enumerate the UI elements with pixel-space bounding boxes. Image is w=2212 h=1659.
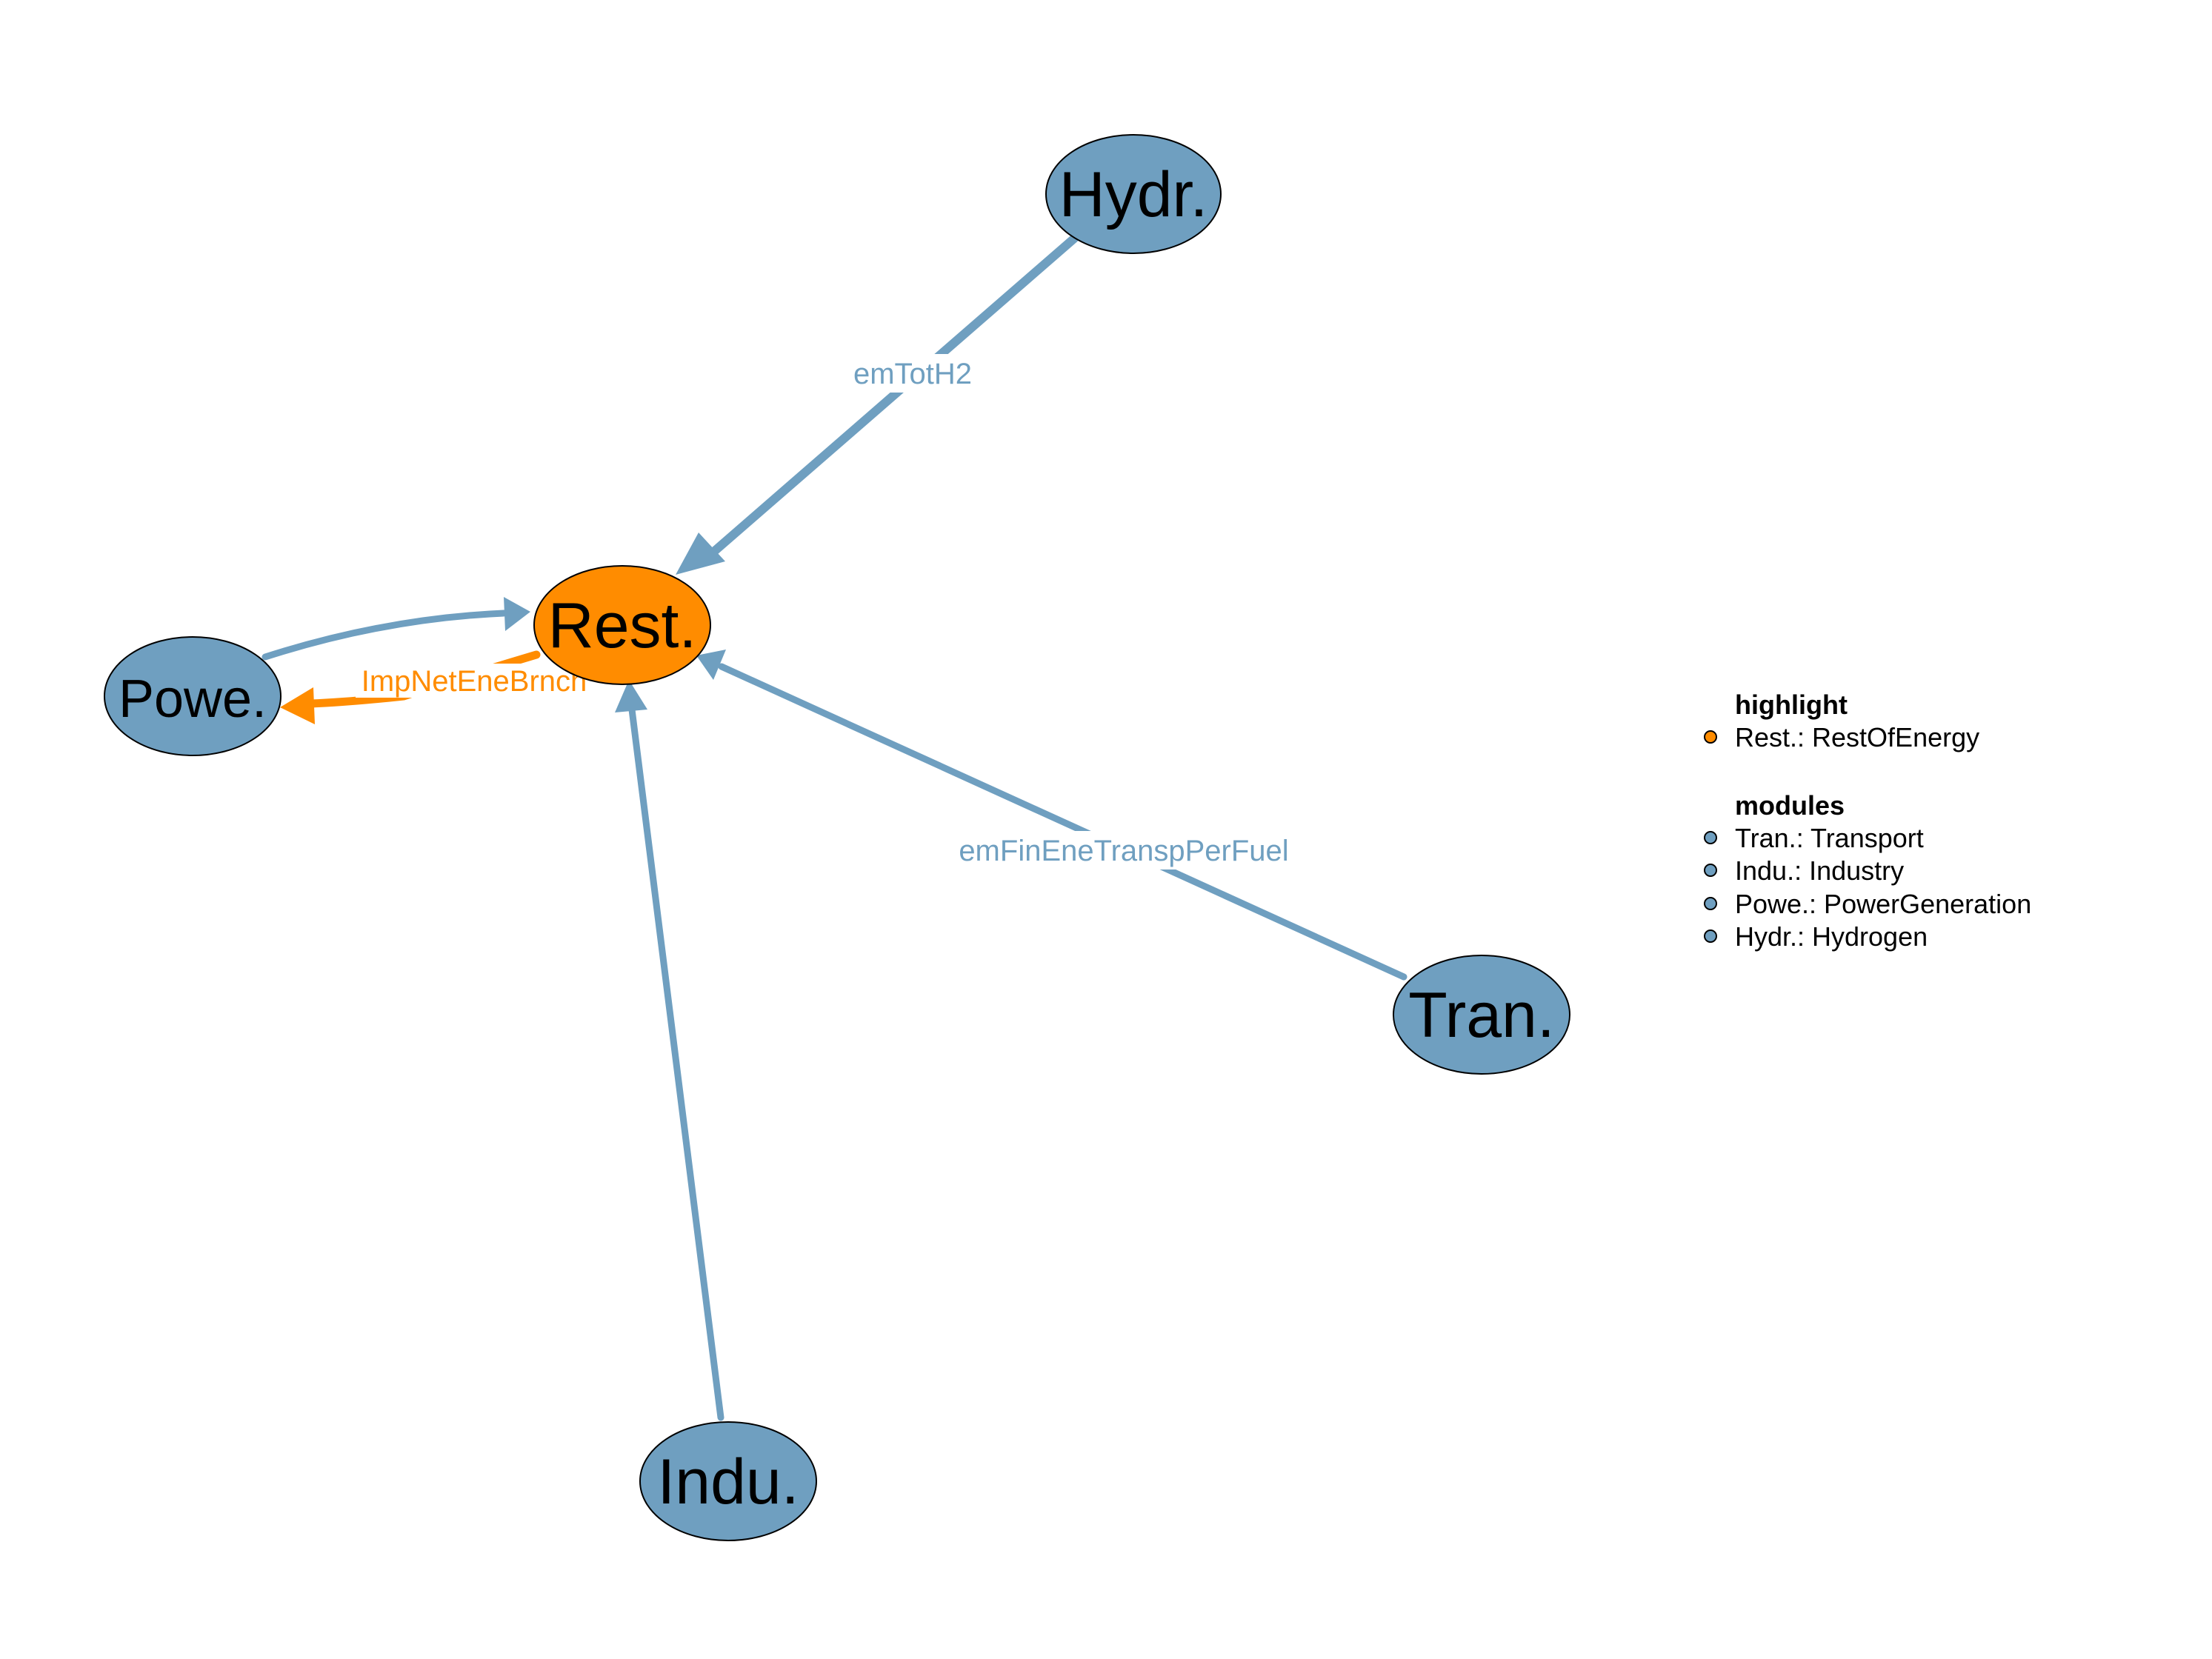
legend-modules-item-tran: Tran.: Transport [1704, 823, 1924, 853]
edge-label-bg-emfinenetransp [947, 831, 1301, 869]
legend: highlight Rest.: RestOfEnergy modules Tr… [1704, 690, 2031, 952]
legend-highlight-item-label: Rest.: RestOfEnergy [1735, 722, 1979, 752]
edge-tran-rest-arrowhead [696, 650, 726, 680]
edge-indu-rest-arrowhead [615, 680, 647, 712]
node-powe-label: Powe. [119, 670, 267, 729]
edge-powe-rest-line [261, 610, 507, 661]
edge-labels: emTotH2 emFinEneTranspPerFuel ImpNetEneB… [356, 354, 1301, 869]
legend-modules-item-powe: Powe.: PowerGeneration [1704, 889, 2031, 919]
node-tran[interactable]: Tran. [1393, 955, 1570, 1075]
edge-label-bg-emtoth2 [845, 354, 982, 393]
edge-indu-rest-line [628, 706, 724, 1421]
node-hydr-shape[interactable] [1045, 134, 1222, 254]
node-rest[interactable]: Rest. [533, 565, 711, 685]
edge-powe-to-rest [261, 597, 530, 661]
edge-rest-powe-arrowhead [280, 687, 315, 724]
node-hydr-label: Hydr. [1059, 159, 1208, 230]
node-powe-shape[interactable] [104, 636, 282, 756]
legend-modules-item-label: Hydr.: Hydrogen [1735, 921, 1928, 952]
node-indu-shape[interactable] [639, 1421, 817, 1541]
edge-powe-rest-arrowhead [504, 597, 530, 631]
legend-modules-item-label: Indu.: Industry [1735, 855, 1904, 886]
node-tran-label: Tran. [1408, 980, 1555, 1051]
edge-label-impnetenebrnch: ImpNetEneBrnch [362, 665, 587, 698]
edge-hydr-rest-arrowhead [676, 533, 725, 575]
legend-modules-swatch [1704, 831, 1717, 844]
node-indu[interactable]: Indu. [639, 1421, 817, 1541]
node-tran-shape[interactable] [1393, 955, 1570, 1075]
edge-tran-to-rest [696, 650, 1408, 981]
legend-modules-swatch [1704, 897, 1717, 910]
node-rest-label: Rest. [548, 590, 697, 661]
legend-modules-swatch [1704, 929, 1717, 943]
legend-modules-item-label: Tran.: Transport [1735, 823, 1924, 853]
edge-indu-to-rest [615, 680, 724, 1421]
legend-modules-item-hydr: Hydr.: Hydrogen [1704, 921, 1928, 952]
node-powe[interactable]: Powe. [104, 636, 282, 756]
edge-label-emfinenetranspperfuel: emFinEneTranspPerFuel [959, 835, 1288, 867]
legend-highlight-swatch [1704, 730, 1717, 744]
legend-modules-item-label: Powe.: PowerGeneration [1735, 889, 2031, 919]
legend-modules-swatch [1704, 864, 1717, 877]
node-hydr[interactable]: Hydr. [1045, 134, 1222, 254]
legend-highlight-title: highlight [1735, 690, 1848, 720]
edge-tran-rest-line [718, 663, 1408, 981]
edges [261, 234, 1408, 1421]
legend-modules-item-indu: Indu.: Industry [1704, 855, 1904, 886]
node-rest-shape[interactable] [533, 565, 711, 685]
nodes: Hydr. Rest. Powe. Tran. Indu. [104, 134, 1570, 1541]
node-indu-label: Indu. [657, 1446, 799, 1518]
edge-label-emtoth2: emTotH2 [853, 358, 972, 390]
legend-modules-title: modules [1735, 790, 1845, 821]
edge-label-bg-impnetenebrnch [356, 664, 593, 698]
legend-highlight-item: Rest.: RestOfEnergy [1704, 722, 1979, 752]
edge-hydr-rest-line [707, 234, 1079, 558]
edge-hydr-to-rest [676, 234, 1079, 575]
